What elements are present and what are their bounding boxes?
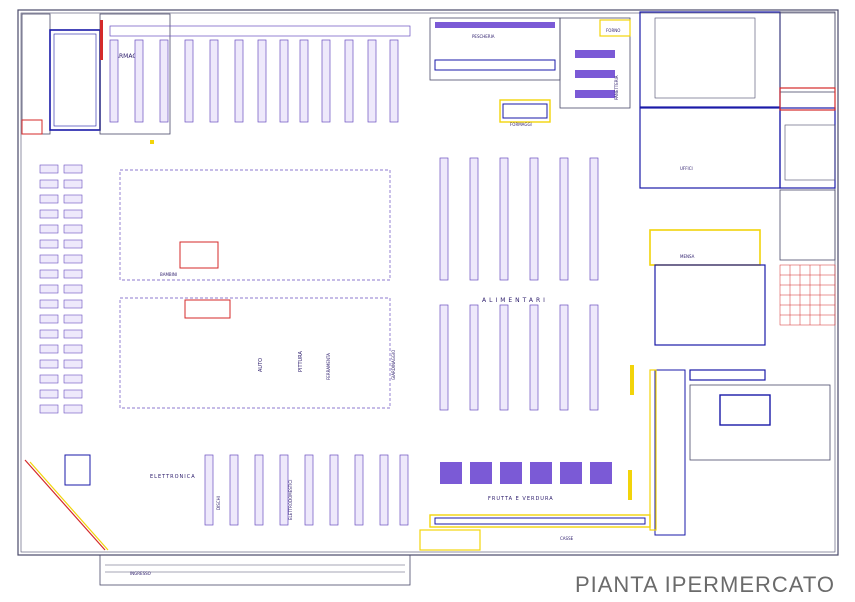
label-casse: CASSE <box>560 536 574 541</box>
label-formaggi: FORMAGGI <box>510 122 532 127</box>
offices-block <box>639 11 836 346</box>
service-markers <box>150 140 634 500</box>
label-auto: AUTO <box>258 358 264 372</box>
label-pescheria: PESCHERIA <box>472 34 495 39</box>
label-forno: FORNO <box>606 28 620 33</box>
label-pittura: PITTURA <box>298 351 304 372</box>
food-racks <box>439 157 599 411</box>
left-racks <box>39 164 83 414</box>
label-farmacia: FARMACIA <box>112 53 143 60</box>
label-ingresso: INGRESSO <box>130 571 151 576</box>
label-alimentari: ALIMENTARI <box>482 297 548 304</box>
top-racks <box>109 39 399 123</box>
label-panetteria: PANETTERIA <box>614 75 619 100</box>
entrance <box>24 454 411 586</box>
tiled-area <box>779 264 836 326</box>
lower-right-rooms <box>649 369 831 536</box>
label-elettrodomestici: ELETTRODOMESTICI <box>288 480 293 520</box>
label-dischi: DISCHI <box>216 496 221 510</box>
fresh-counters-zone <box>429 17 631 123</box>
label-bambini: BAMBINI <box>160 272 177 277</box>
label-ferramenta: FERRAMENTA <box>326 353 331 380</box>
lower-racks <box>204 454 409 526</box>
label-uffici: UFFICI <box>680 166 693 171</box>
nonfood-block-upper <box>119 169 391 281</box>
page-title: PIANTA IPERMERCATO <box>574 572 835 597</box>
top-left-services <box>21 13 171 135</box>
label-mensa: MENSA <box>680 254 695 259</box>
checkout-lanes <box>419 514 651 551</box>
produce-bins <box>440 462 612 484</box>
label-frutta-verdura: FRUTTA E VERDURA <box>488 496 554 502</box>
nonfood-block-lower <box>119 297 391 409</box>
label-giardinaggio: GIARDINAGGIO <box>391 350 396 380</box>
label-elettronica: ELETTRONICA <box>150 474 196 480</box>
